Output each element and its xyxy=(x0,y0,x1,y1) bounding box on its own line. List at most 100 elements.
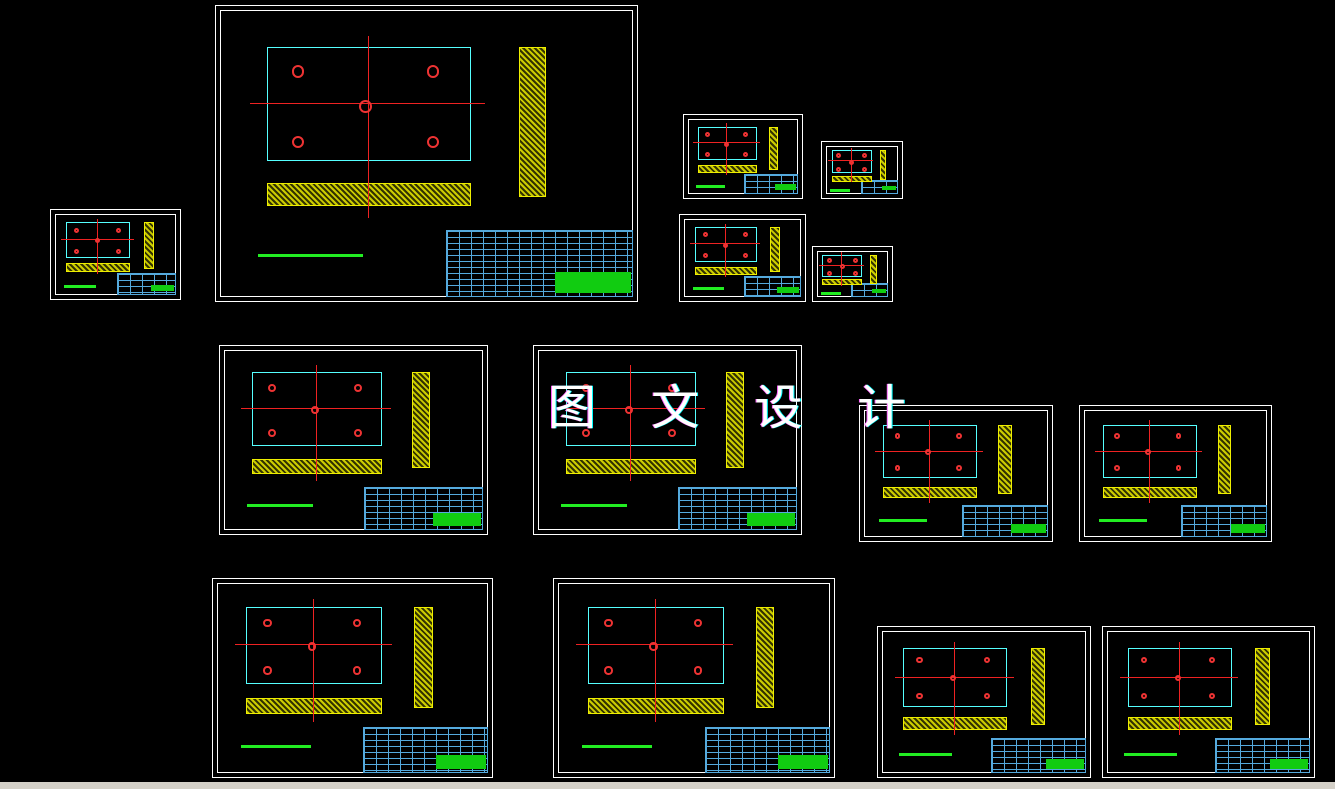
section-hatch xyxy=(903,717,1008,730)
hole xyxy=(743,151,748,157)
hole xyxy=(724,141,730,147)
hole xyxy=(916,657,923,664)
part-outline xyxy=(566,372,697,446)
title-block-label xyxy=(1230,523,1265,533)
centerline xyxy=(725,223,726,277)
hole xyxy=(984,693,991,700)
hole xyxy=(694,666,703,675)
hole xyxy=(849,159,855,165)
title-block-label xyxy=(746,512,795,526)
hole xyxy=(702,232,708,238)
hole xyxy=(984,657,991,664)
drawing-sheet[interactable] xyxy=(821,141,903,199)
centerline xyxy=(841,252,843,286)
title-block-label xyxy=(435,755,486,769)
hole xyxy=(950,675,957,682)
section-hatch xyxy=(566,458,697,474)
side-section-hatch xyxy=(755,606,775,708)
drawing-sheet[interactable] xyxy=(877,626,1091,778)
hole xyxy=(916,693,923,700)
sheet-border xyxy=(684,219,801,297)
drawing-sheet[interactable] xyxy=(50,209,181,300)
sheet-border xyxy=(864,410,1048,537)
technical-note xyxy=(246,503,314,507)
side-section-hatch xyxy=(1254,648,1270,725)
technical-note xyxy=(695,184,726,188)
hole xyxy=(1140,693,1148,700)
sheet-border xyxy=(1084,410,1267,537)
drawing-sheet[interactable] xyxy=(683,114,803,199)
hole xyxy=(836,166,842,172)
side-section-hatch xyxy=(879,149,887,180)
hole xyxy=(925,449,932,455)
technical-note xyxy=(1124,753,1177,756)
title-block-label xyxy=(871,289,886,293)
section-hatch xyxy=(266,183,471,206)
hole xyxy=(268,383,277,392)
status-bar xyxy=(0,782,1335,789)
hole xyxy=(268,428,277,437)
sheet-border xyxy=(688,119,798,194)
title-block xyxy=(363,486,483,530)
hole xyxy=(852,257,858,263)
technical-note xyxy=(830,189,850,193)
hole xyxy=(291,135,305,149)
centerline xyxy=(316,364,318,482)
hole xyxy=(827,257,833,263)
hole xyxy=(604,618,613,628)
title-block-label xyxy=(432,512,481,526)
hole xyxy=(353,428,362,437)
drawing-sheet[interactable] xyxy=(679,214,806,302)
hole xyxy=(667,383,676,392)
hole xyxy=(742,232,748,238)
sheet-border xyxy=(1107,631,1310,773)
technical-note xyxy=(240,745,311,749)
title-block-label xyxy=(881,186,896,190)
sheet-border xyxy=(55,214,176,295)
drawing-sheet[interactable] xyxy=(812,246,893,302)
hole xyxy=(894,433,901,439)
centerline xyxy=(850,147,852,183)
hole xyxy=(1175,433,1182,439)
drawing-sheet[interactable] xyxy=(1102,626,1315,778)
hole xyxy=(956,465,962,472)
centerline xyxy=(929,419,931,504)
centerline xyxy=(954,642,956,735)
hole xyxy=(353,383,362,392)
drawing-sheet[interactable] xyxy=(533,345,802,535)
side-section-hatch xyxy=(519,47,547,197)
hole xyxy=(352,666,361,675)
section-hatch xyxy=(695,266,757,275)
technical-note xyxy=(582,745,652,749)
title-block xyxy=(851,283,888,297)
sheet-border xyxy=(217,583,488,773)
hole xyxy=(836,153,842,159)
title-block-label xyxy=(1011,523,1046,533)
drawing-sheet[interactable] xyxy=(553,578,835,778)
hole xyxy=(115,249,121,255)
centerline xyxy=(1148,419,1150,504)
drawing-sheet[interactable] xyxy=(212,578,493,778)
side-section-hatch xyxy=(413,606,433,708)
watermark: 图 文 设 计 xyxy=(548,380,926,436)
hole xyxy=(894,465,901,472)
title-block-label xyxy=(774,184,796,190)
drawing-sheet[interactable] xyxy=(859,405,1053,542)
hole xyxy=(263,618,272,628)
drawing-sheet[interactable] xyxy=(215,5,638,302)
side-section-hatch xyxy=(998,424,1012,495)
technical-note xyxy=(560,503,628,507)
hole xyxy=(742,252,748,258)
technical-note xyxy=(899,753,953,756)
hole xyxy=(649,642,658,651)
drawing-sheet[interactable] xyxy=(219,345,488,535)
part-outline xyxy=(252,372,383,446)
hole xyxy=(1174,675,1182,682)
hole xyxy=(694,618,703,628)
hole xyxy=(1140,657,1148,664)
drawing-sheet[interactable] xyxy=(1079,405,1272,542)
part-outline xyxy=(266,47,471,162)
side-section-hatch xyxy=(143,222,154,269)
hole xyxy=(291,65,305,78)
